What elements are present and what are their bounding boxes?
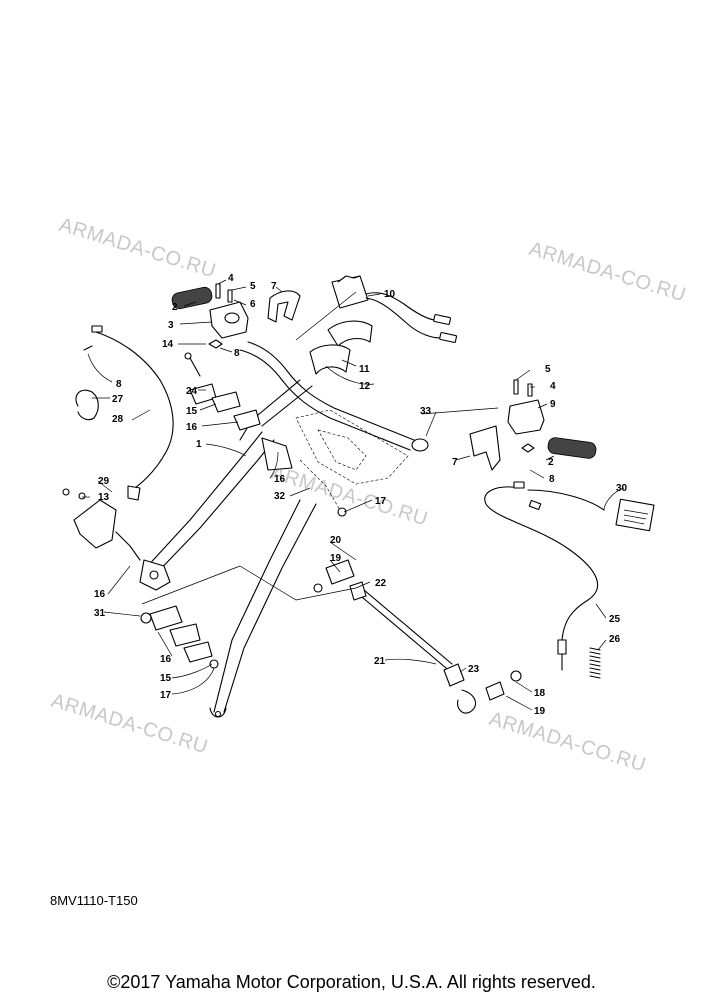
left-throttle-housing (209, 301, 249, 339)
callout: 2 (172, 302, 178, 313)
callout: 8 (116, 379, 122, 390)
right-throttle-housing (507, 399, 545, 435)
right-grip (547, 437, 597, 459)
callout: 19 (534, 706, 546, 717)
heat-switch (331, 275, 369, 309)
callout: 21 (374, 656, 386, 667)
watermark: ARMADA-CO.RU (57, 214, 219, 283)
callout: 14 (162, 339, 174, 350)
callout: 8 (549, 474, 555, 485)
callout-labels: 4 5 2 6 3 7 10 14 8 8 24 27 15 28 16 1 1… (94, 273, 628, 717)
callout: 17 (375, 496, 387, 507)
callout: 24 (186, 386, 198, 397)
left-grip (171, 286, 213, 310)
callout: 3 (168, 320, 174, 331)
callout: 28 (112, 414, 124, 425)
left-cable-assembly (62, 325, 174, 561)
throttle-cable (484, 481, 655, 679)
callout: 5 (545, 364, 551, 375)
copyright-notice: ©2017 Yamaha Motor Corporation, U.S.A. A… (107, 972, 596, 992)
callout: 20 (330, 535, 342, 546)
callout: 27 (112, 394, 124, 405)
callout: 7 (271, 281, 277, 292)
pad-lower (309, 344, 351, 375)
callout: 8 (234, 348, 240, 359)
callout: 25 (609, 614, 621, 625)
callout: 12 (359, 381, 371, 392)
callout: 16 (94, 589, 106, 600)
callout: 29 (98, 476, 110, 487)
callout: 17 (160, 690, 172, 701)
callout: 15 (160, 673, 172, 684)
callout: 31 (94, 608, 106, 619)
sensor-label (615, 498, 655, 532)
spring-26 (589, 647, 601, 679)
callout: 11 (359, 364, 370, 375)
callout: 6 (250, 299, 256, 310)
callout: 22 (375, 578, 387, 589)
left-bracket (267, 290, 301, 323)
callout: 16 (160, 654, 172, 665)
watermark: ARMADA-CO.RU (487, 708, 649, 777)
watermark: ARMADA-CO.RU (269, 462, 431, 531)
callout: 15 (186, 406, 198, 417)
handlebar-bar (239, 341, 415, 451)
callout: 23 (468, 664, 480, 675)
heat-switch-assembly (331, 275, 458, 343)
cable-25 (484, 486, 599, 641)
callout: 4 (550, 381, 556, 392)
callout: 33 (420, 406, 432, 417)
callout: 16 (186, 422, 198, 433)
callout: 1 (196, 439, 202, 450)
right-bracket (469, 425, 501, 471)
callout: 4 (228, 273, 234, 284)
callout: 5 (250, 281, 256, 292)
left-grip-assembly (171, 283, 301, 349)
pad-upper (327, 320, 373, 347)
clip-27 (75, 389, 99, 421)
callout: 32 (274, 491, 286, 502)
watermark: ARMADA-CO.RU (49, 690, 211, 759)
handlebar (239, 341, 429, 452)
callout: 18 (534, 688, 546, 699)
callout: 13 (98, 492, 110, 503)
callout: 2 (548, 457, 554, 468)
callout: 16 (274, 474, 286, 485)
watermark: ARMADA-CO.RU (527, 238, 689, 307)
callout: 9 (550, 399, 556, 410)
steering-post (139, 431, 317, 718)
callout: 19 (330, 553, 342, 564)
callout: 10 (384, 289, 396, 300)
callout: 30 (616, 483, 628, 494)
right-grip-assembly (469, 379, 597, 471)
chassis-mount-outline (295, 409, 409, 511)
callout: 7 (452, 457, 458, 468)
leader-lines (82, 279, 625, 711)
diagram-code: 8MV1110-T150 (50, 893, 138, 908)
callout: 26 (609, 634, 621, 645)
handlebar-pad-pieces (309, 320, 373, 375)
steering-linkage (140, 352, 522, 714)
